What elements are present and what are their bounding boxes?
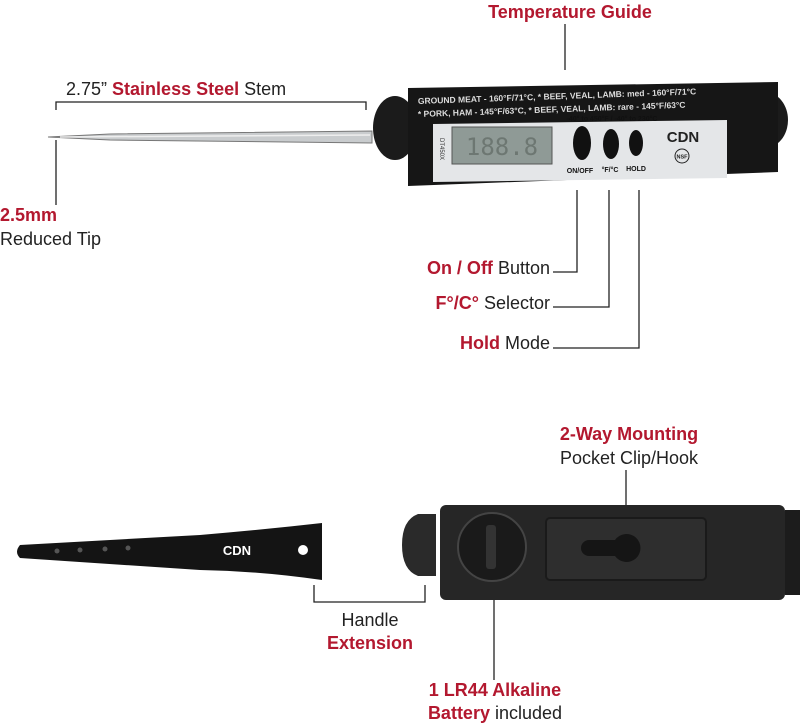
bracket-stem [55, 101, 367, 110]
stem-material: Stainless Steel [112, 79, 240, 99]
label-handle: Handle [341, 610, 399, 630]
unit-label: °F/°C [602, 166, 619, 174]
thermometer-back [402, 505, 800, 600]
hook-slot [581, 534, 641, 563]
range-text: -40° to 450°F / -40° to 230°C [567, 115, 658, 123]
handle-brand-logo: CDN [223, 543, 251, 558]
label-tip: Reduced Tip [0, 229, 102, 249]
label-extension: Extension [326, 633, 414, 653]
probe-stem [47, 130, 373, 144]
onoff-label: ON/OFF [567, 168, 594, 175]
selector-suffix: Selector [483, 293, 550, 313]
handle-extension: CDN [17, 523, 322, 580]
leader-onoff [553, 190, 578, 273]
onoff-highlight: On / Off [426, 258, 493, 278]
battery-suffix: included [494, 703, 563, 723]
lcd-digits: 188.8 [466, 133, 538, 161]
thermometer-body: GROUND MEAT - 160°F/71°C, * BEEF, VEAL, … [373, 82, 788, 186]
leader-hold [553, 190, 640, 349]
label-tip-size: 2.5mm [0, 205, 58, 225]
hold-highlight: Hold [459, 333, 500, 353]
selector-highlight: F°/C° [435, 293, 479, 313]
label-battery: Battery included [370, 702, 620, 724]
brand-logo: CDN [667, 129, 700, 146]
label-hold: Hold Mode [300, 332, 550, 354]
label-battery-type: 1 LR44 Alkaline [428, 680, 562, 700]
battery-highlight: Battery [427, 703, 490, 723]
leader-lines [55, 24, 640, 680]
hold-suffix: Mode [504, 333, 550, 353]
model-number: DT450X [438, 138, 444, 160]
battery-slot [486, 525, 496, 569]
label-clip: Pocket Clip/Hook [559, 448, 699, 468]
leader-selector [553, 190, 610, 308]
bracket-handle [313, 585, 426, 603]
lcd-display [451, 126, 553, 165]
label-mounting: 2-Way Mounting [559, 424, 699, 444]
onoff-button[interactable] [573, 126, 591, 160]
hold-button[interactable] [629, 130, 643, 156]
label-selector: F°/C° Selector [300, 292, 550, 314]
onoff-suffix: Button [497, 258, 550, 278]
stem-length: 2.75” [66, 79, 108, 99]
unit-button[interactable] [603, 129, 619, 159]
label-temperature-guide: Temperature Guide [488, 2, 652, 22]
label-stem: 2.75” Stainless Steel Stem [66, 78, 286, 100]
nsf-logo: NSF [677, 155, 689, 161]
label-onoff: On / Off Button [300, 257, 550, 279]
hold-label: HOLD [626, 166, 646, 173]
stem-suffix: Stem [244, 79, 287, 99]
